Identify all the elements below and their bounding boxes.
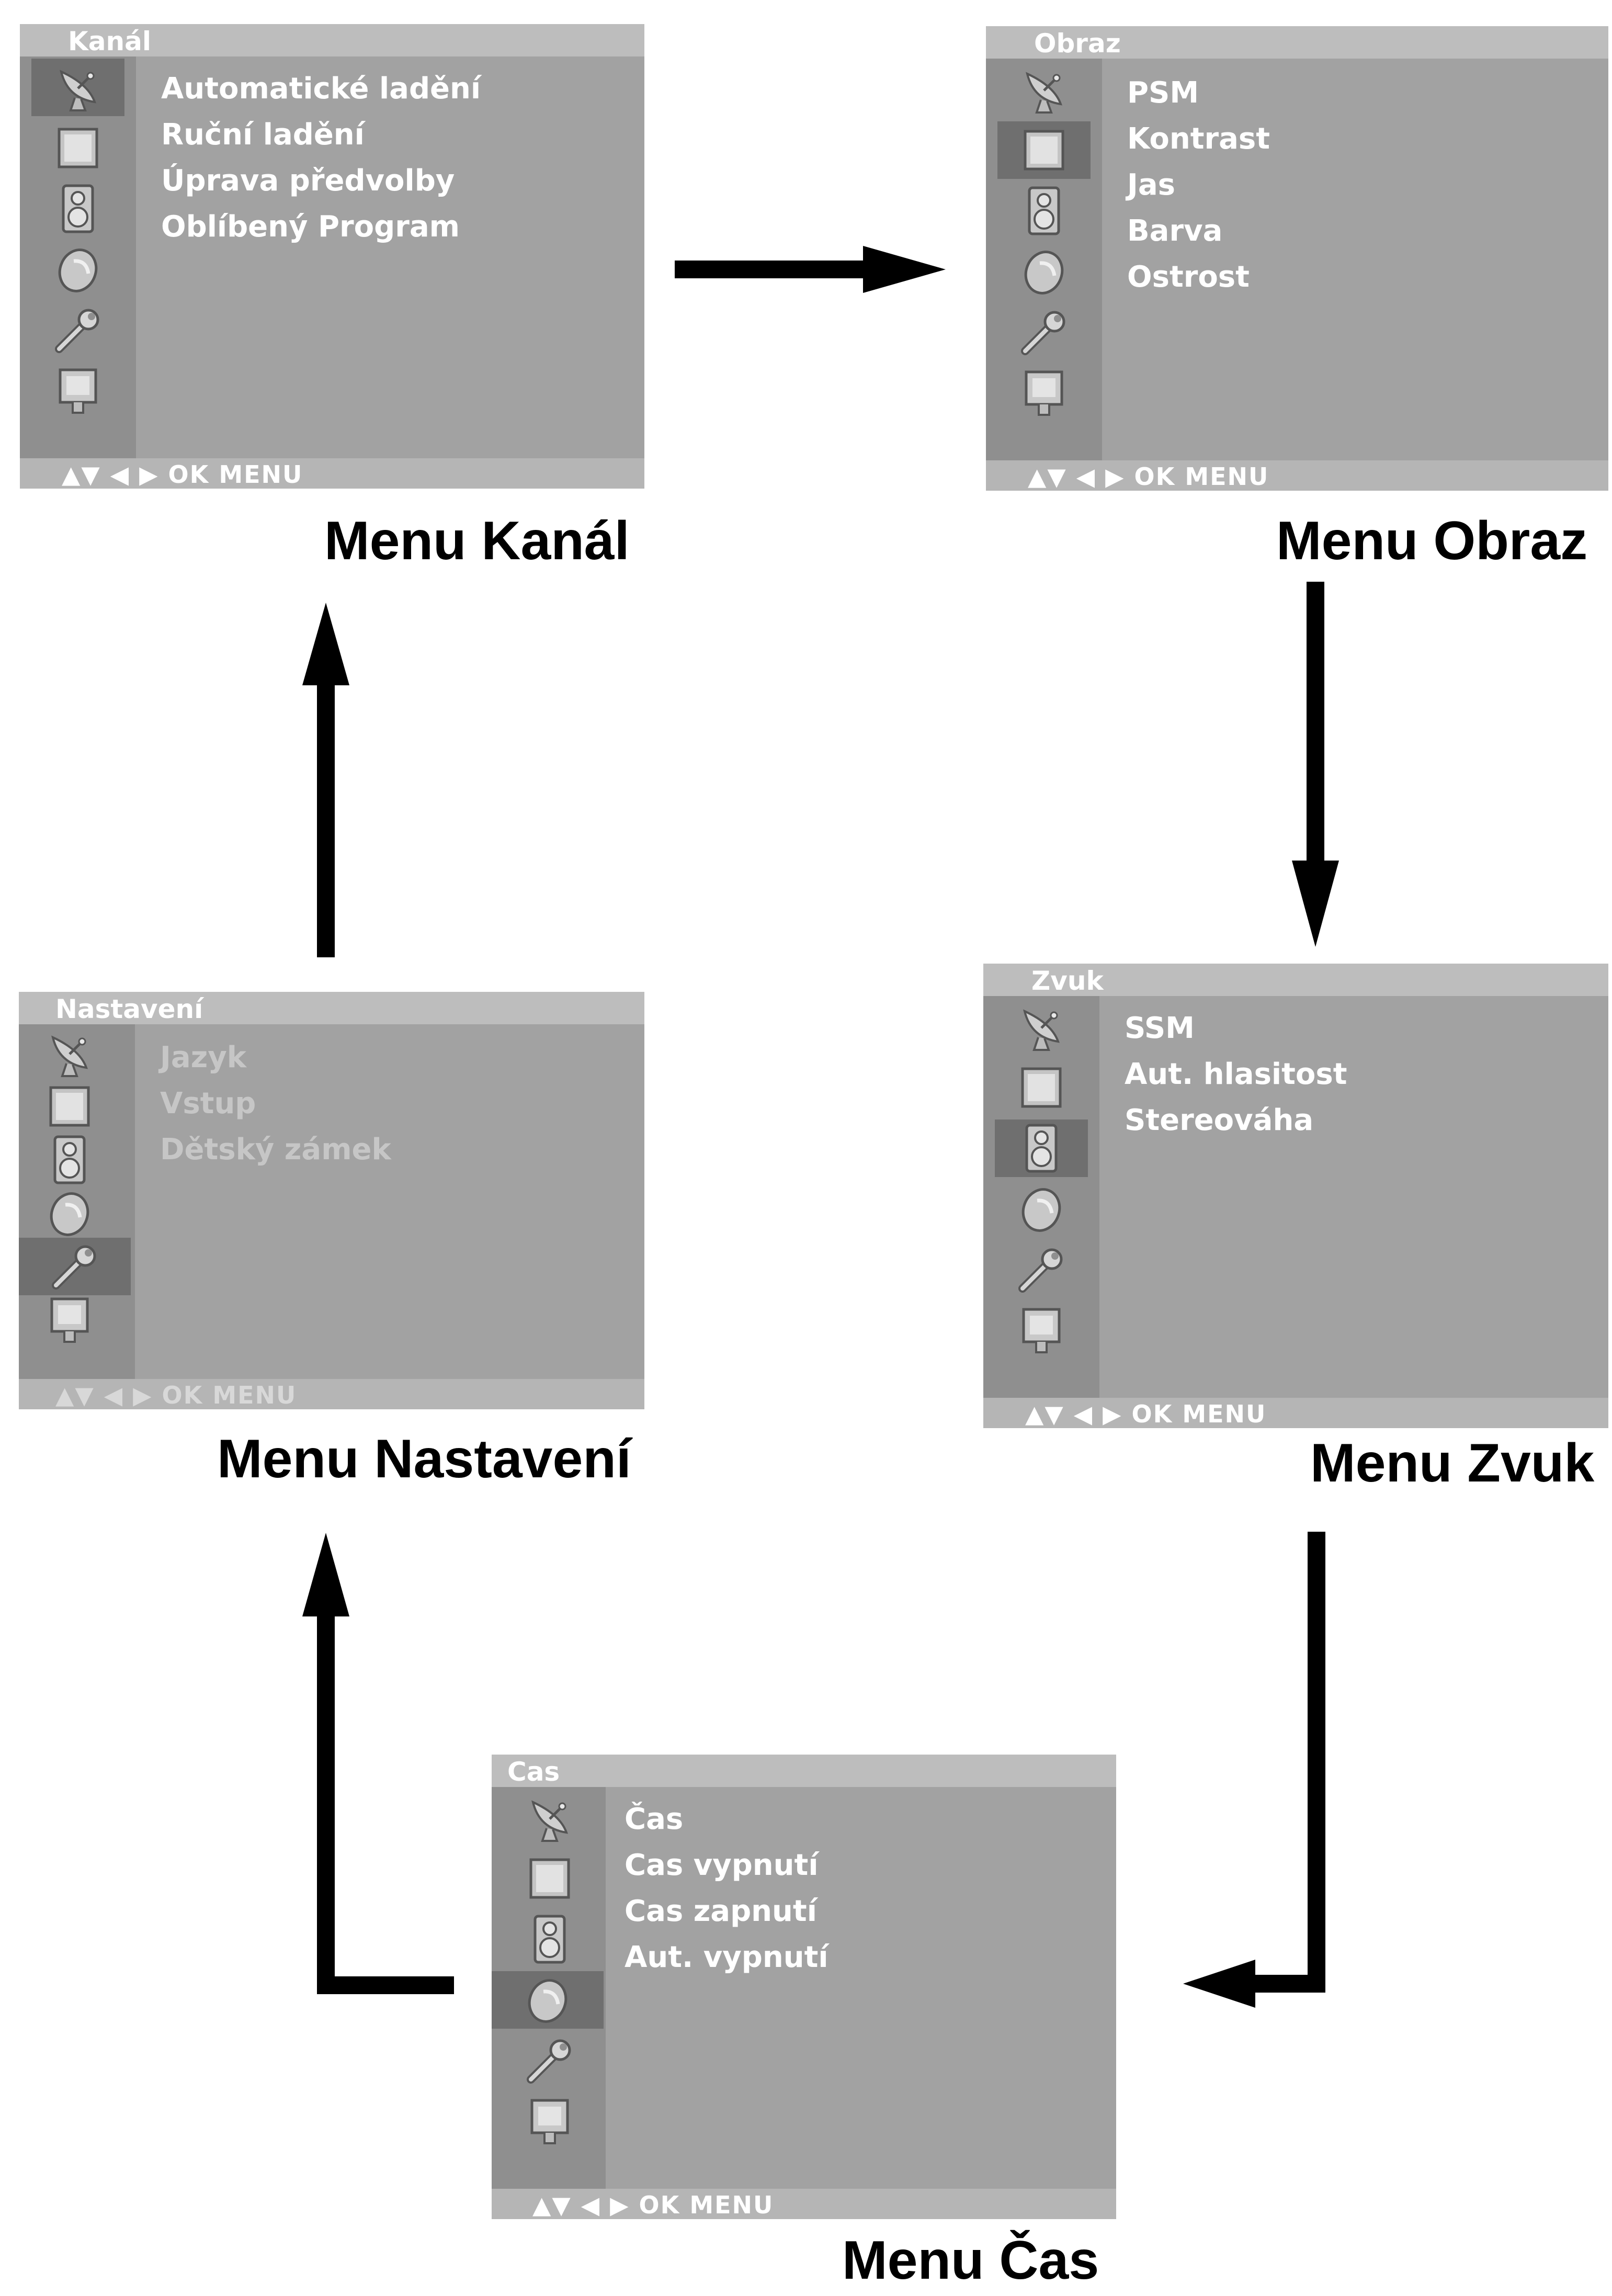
clock-icon[interactable]: [492, 1971, 604, 2029]
menu-content: Čas Cas vypnutí Cas zapnutí Aut. vypnutí: [606, 1787, 1116, 2189]
arrow-nastaveni-to-kanal: [302, 603, 349, 957]
menu-item[interactable]: Barva: [1127, 214, 1223, 248]
footer-hint: ▲▼ ◀ ▶ OK MENU: [1028, 462, 1269, 491]
arrow-kanal-to-obraz: [675, 246, 946, 293]
menu-item[interactable]: Automatické ladění: [161, 72, 481, 106]
caption-zvuk: Menu Zvuk: [1310, 1433, 1595, 1494]
footer-hint: ▲▼ ◀ ▶ OK MENU: [532, 2191, 774, 2219]
menu-item[interactable]: Jas: [1127, 168, 1175, 202]
menu-item[interactable]: Aut. vypnutí: [625, 1940, 828, 1974]
footer-hint: ▲▼ ◀ ▶ OK MENU: [62, 460, 303, 489]
menu-item[interactable]: Úprava předvolby: [161, 164, 455, 198]
satellite-dish-icon[interactable]: [31, 59, 124, 116]
menu-footer: ▲▼ ◀ ▶ OK MENU: [19, 1379, 644, 1409]
arrow-obraz-to-zvuk: [1292, 582, 1339, 947]
footer-hint: ▲▼ ◀ ▶ OK MENU: [55, 1381, 297, 1409]
caption-cas: Menu Čas: [842, 2230, 1099, 2291]
menu-content: PSM Kontrast Jas Barva Ostrost: [1102, 59, 1608, 460]
arrow-cas-to-nastaveni: [302, 1533, 454, 1994]
menu-title-bar: Obraz: [986, 26, 1608, 59]
menu-title: Zvuk: [1031, 966, 1104, 996]
menu-item[interactable]: Cas vypnutí: [625, 1848, 819, 1882]
menu-title-bar: Cas: [492, 1755, 1116, 1787]
menu-sidebar: [19, 1024, 135, 1379]
menu-kanal-panel: Kanál Automatické ladění Ruční ladění Úp…: [20, 24, 644, 489]
caption-nastaveni: Menu Nastavení: [217, 1429, 631, 1489]
menu-item[interactable]: Vstup: [160, 1087, 256, 1121]
menu-item[interactable]: Kontrast: [1127, 122, 1270, 156]
picture-icon[interactable]: [997, 121, 1091, 179]
menu-item[interactable]: PSM: [1127, 76, 1199, 110]
menu-item[interactable]: Ruční ladění: [161, 118, 365, 152]
menu-cas-panel: Cas Čas Cas vypnutí Cas zapnutí Aut. vyp…: [492, 1755, 1116, 2219]
menu-zvuk-panel: Zvuk SSM Aut. hlasitost Stereováha ▲▼ ◀ …: [983, 964, 1608, 1428]
speaker-icon[interactable]: [995, 1119, 1088, 1177]
menu-item[interactable]: Cas zapnutí: [625, 1894, 817, 1928]
menu-title: Nastavení: [55, 994, 203, 1024]
menu-title: Obraz: [1034, 28, 1121, 59]
caption-obraz: Menu Obraz: [1276, 511, 1588, 571]
menu-sidebar: [986, 59, 1102, 460]
menu-content: Automatické ladění Ruční ladění Úprava p…: [136, 56, 644, 458]
arrow-zvuk-to-cas: [1183, 1532, 1325, 2008]
wrench-icon[interactable]: [19, 1238, 131, 1295]
menu-title: Kanál: [68, 26, 151, 56]
menu-item[interactable]: Čas: [625, 1802, 684, 1836]
menu-obraz-panel: Obraz PSM Kontrast Jas Barva Ostrost ▲▼ …: [986, 26, 1608, 491]
menu-content: Jazyk Vstup Dětský zámek: [135, 1024, 644, 1379]
menu-nastaveni-panel: Nastavení Jazyk Vstup Dětský zámek ▲▼ ◀ …: [19, 992, 644, 1409]
caption-kanal: Menu Kanál: [324, 511, 630, 571]
menu-sidebar: [20, 56, 136, 458]
menu-footer: ▲▼ ◀ ▶ OK MENU: [983, 1398, 1608, 1428]
menu-item[interactable]: SSM: [1125, 1011, 1195, 1045]
menu-item[interactable]: Aut. hlasitost: [1125, 1057, 1347, 1091]
menu-footer: ▲▼ ◀ ▶ OK MENU: [20, 458, 644, 489]
footer-hint: ▲▼ ◀ ▶ OK MENU: [1025, 1400, 1267, 1428]
menu-sidebar: [983, 996, 1099, 1398]
menu-footer: ▲▼ ◀ ▶ OK MENU: [986, 460, 1608, 491]
menu-title-bar: Kanál: [20, 24, 644, 56]
menu-item[interactable]: Oblíbený Program: [161, 210, 460, 244]
menu-item[interactable]: Stereováha: [1125, 1103, 1314, 1137]
menu-item[interactable]: Ostrost: [1127, 260, 1250, 294]
menu-item[interactable]: Dětský zámek: [160, 1133, 391, 1167]
menu-title: Cas: [507, 1757, 560, 1787]
menu-footer: ▲▼ ◀ ▶ OK MENU: [492, 2189, 1116, 2219]
menu-content: SSM Aut. hlasitost Stereováha: [1099, 996, 1608, 1398]
menu-sidebar: [492, 1787, 606, 2189]
menu-title-bar: Zvuk: [983, 964, 1608, 996]
menu-title-bar: Nastavení: [19, 992, 644, 1024]
menu-item[interactable]: Jazyk: [160, 1040, 246, 1075]
